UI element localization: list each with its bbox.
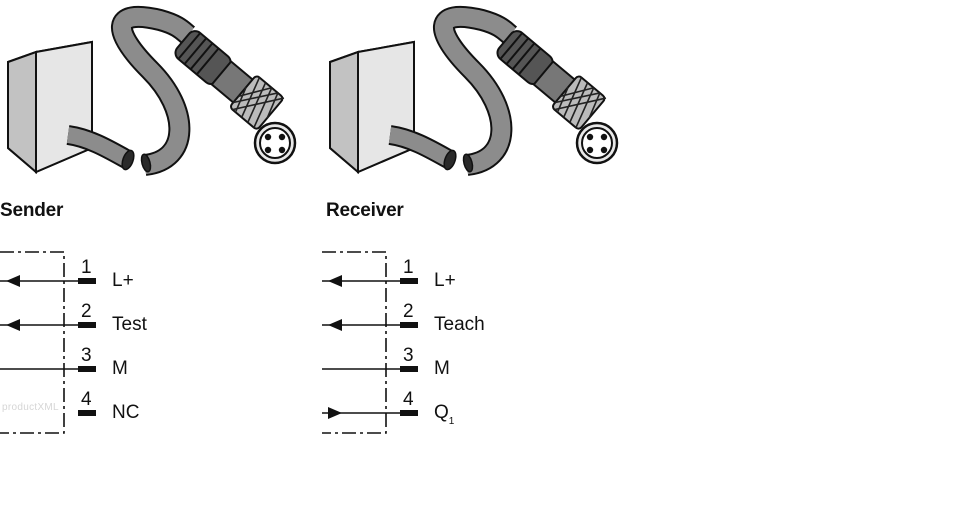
sender-pin-2-line — [0, 319, 96, 331]
receiver-pin-2-line — [322, 319, 418, 331]
receiver-pin-4-label-main: Q — [434, 402, 449, 423]
sender-pin-2-number: 2 — [81, 301, 92, 322]
receiver-pin-2-number: 2 — [403, 301, 414, 322]
sender-pin-3-line — [0, 366, 96, 372]
sender-connector-illustration — [7, 5, 297, 176]
receiver-pin-4-line — [322, 407, 418, 419]
receiver-pin-3-number: 3 — [403, 345, 414, 366]
receiver-pin-1-line — [322, 275, 418, 287]
receiver-wiring-diagram — [322, 251, 418, 434]
sender-wiring-diagram — [0, 251, 96, 434]
sender-pin-4-number: 4 — [81, 389, 92, 410]
receiver-pin-1-number: 1 — [403, 257, 414, 278]
sender-pin-4-label: NC — [112, 402, 140, 423]
receiver-connector-illustration — [329, 5, 619, 176]
receiver-pin-4-number: 4 — [403, 389, 414, 410]
sender-title: Sender — [0, 200, 64, 221]
sender-pin-3-number: 3 — [81, 345, 92, 366]
sender-pin-4-line — [78, 410, 96, 416]
sender-pin-1-number: 1 — [81, 257, 92, 278]
sender-panel: Sender 1 L+ 2 Test 3 M 4 NC — [0, 0, 320, 520]
receiver-pin-2-label: Teach — [434, 314, 485, 335]
receiver-pin-4-label-subscript: 1 — [448, 416, 455, 427]
receiver-pin-3-label: M — [434, 358, 450, 379]
watermark: productXML — [2, 402, 59, 413]
receiver-title: Receiver — [326, 200, 404, 221]
sender-pin-1-label: L+ — [112, 270, 134, 291]
receiver-pin-4-label: Q1 — [434, 403, 454, 432]
receiver-pin-3-line — [322, 366, 418, 372]
receiver-pin-1-label: L+ — [434, 270, 456, 291]
sender-pin-2-label: Test — [112, 314, 147, 335]
sender-pin-3-label: M — [112, 358, 128, 379]
sender-pin-1-line — [0, 275, 96, 287]
receiver-panel: Receiver 1 L+ 2 Teach 3 M 4 Q1 — [322, 0, 642, 520]
